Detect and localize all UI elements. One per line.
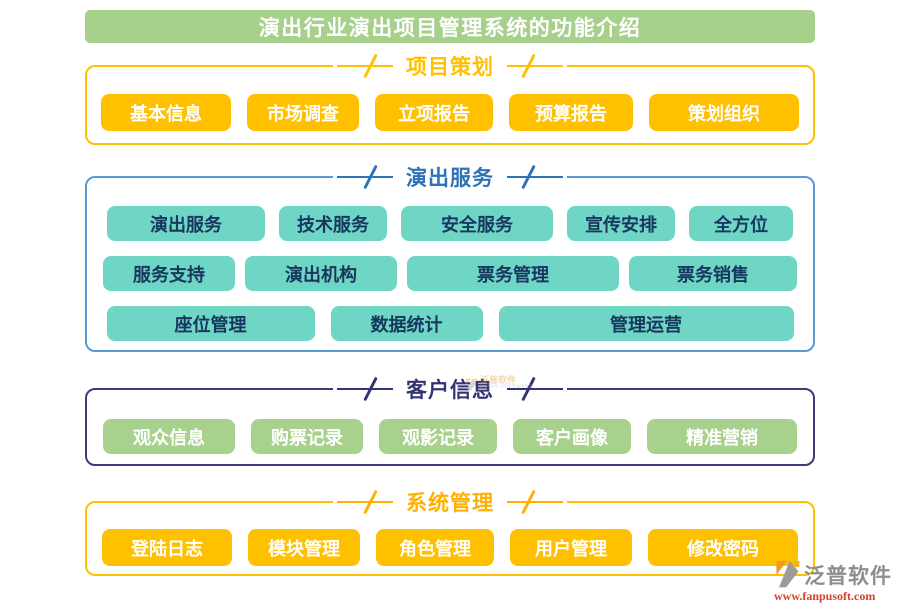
btn-management-operation[interactable]: 管理运营 [498,306,794,341]
button-row: 基本信息 市场调查 立项报告 预算报告 策划组织 [87,94,813,131]
btn-performance-service[interactable]: 演出服务 [107,206,265,241]
btn-security-service[interactable]: 安全服务 [401,206,553,241]
btn-customer-profile[interactable]: 客户画像 [513,419,631,454]
slash-line-decoration-left [337,487,393,517]
section-header-performance-service: 演出服务 [333,161,567,193]
btn-planning-organization[interactable]: 策划组织 [649,94,799,131]
section-project-planning: 项目策划 基本信息 市场调查 立项报告 预算报告 策划组织 [85,50,815,145]
slash-line-decoration-right [507,162,563,192]
fanpu-logo-icon [776,560,800,588]
btn-ticket-purchase-record[interactable]: 购票记录 [251,419,363,454]
section-performance-service: 演出服务 演出服务 技术服务 安全服务 宣传安排 全方位 服务支持 演出机构 票… [85,161,815,352]
button-row: 观众信息 购票记录 观影记录 客户画像 精准营销 [87,419,813,454]
btn-change-password[interactable]: 修改密码 [648,529,798,566]
btn-budget-report[interactable]: 预算报告 [509,94,633,131]
section-title: 演出服务 [406,166,494,190]
section-title: 项目策划 [406,55,494,79]
btn-performance-agency[interactable]: 演出机构 [245,256,397,291]
slash-line-decoration-left [337,374,393,404]
btn-viewing-record[interactable]: 观影记录 [379,419,497,454]
btn-service-support[interactable]: 服务支持 [103,256,235,291]
slash-line-decoration-left [337,162,393,192]
section-title: 客户信息 [406,378,494,402]
section-customer-info: 客户信息 泛普软件 FANPU SOFTWARE 观众信息 购票记录 观影记录 … [85,373,815,466]
section-header-system-management: 系统管理 [333,486,567,518]
section-title: 系统管理 [406,491,494,515]
brand-name: 泛普软件 [804,564,892,588]
btn-project-proposal-report[interactable]: 立项报告 [375,94,493,131]
button-row: 演出服务 技术服务 安全服务 宣传安排 全方位 [87,206,813,241]
btn-data-statistics[interactable]: 数据统计 [330,306,483,341]
section-system-management: 系统管理 登陆日志 模块管理 角色管理 用户管理 修改密码 [85,486,815,576]
brand-url-link[interactable]: www.fanpusoft.com [774,589,876,603]
btn-login-log[interactable]: 登陆日志 [102,529,232,566]
page-title: 演出行业演出项目管理系统的功能介绍 [85,10,815,43]
btn-role-management[interactable]: 角色管理 [376,529,494,566]
btn-precision-marketing[interactable]: 精准营销 [647,419,797,454]
button-row: 座位管理 数据统计 管理运营 [87,306,813,341]
slash-line-decoration-left [337,51,393,81]
slash-line-decoration-right [507,51,563,81]
btn-all-round[interactable]: 全方位 [689,206,793,241]
btn-publicity-arrangement[interactable]: 宣传安排 [567,206,675,241]
btn-module-management[interactable]: 模块管理 [248,529,360,566]
btn-market-survey[interactable]: 市场调查 [247,94,359,131]
btn-ticket-sales[interactable]: 票务销售 [629,256,797,291]
btn-ticket-management[interactable]: 票务管理 [407,256,619,291]
slash-line-decoration-right [507,487,563,517]
btn-seat-management[interactable]: 座位管理 [106,306,315,341]
button-row: 登陆日志 模块管理 角色管理 用户管理 修改密码 [87,529,813,566]
section-header-customer-info: 客户信息 泛普软件 FANPU SOFTWARE [333,373,567,405]
slash-line-decoration-right [507,374,563,404]
btn-user-management[interactable]: 用户管理 [510,529,632,566]
btn-basic-info[interactable]: 基本信息 [101,94,231,131]
section-header-project-planning: 项目策划 [333,50,567,82]
btn-audience-info[interactable]: 观众信息 [103,419,235,454]
btn-technical-service[interactable]: 技术服务 [279,206,387,241]
button-row: 服务支持 演出机构 票务管理 票务销售 [87,256,813,291]
brand-footer: 泛普软件 www.fanpusoft.com [772,559,892,604]
